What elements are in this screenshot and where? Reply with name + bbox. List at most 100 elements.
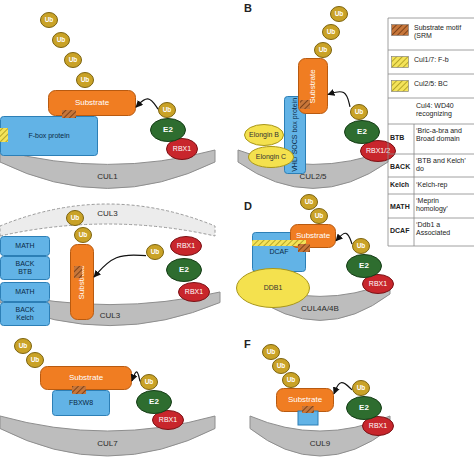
node-text: DCAF bbox=[269, 248, 288, 256]
node-shape bbox=[0, 204, 215, 236]
node-shape bbox=[323, 25, 340, 40]
node-text: Ub bbox=[31, 356, 40, 363]
panel-letter: D bbox=[244, 200, 258, 213]
text-holder: Substrate bbox=[48, 90, 136, 116]
text-holder: Ub bbox=[314, 42, 332, 58]
text-holder: CUL1 bbox=[0, 170, 215, 184]
table-cell: ‘Ddb1 a Associated bbox=[416, 221, 472, 238]
node-text: E2 bbox=[179, 266, 189, 275]
text-holder: Ub bbox=[76, 72, 94, 88]
ubiquitin-circle: Ub bbox=[14, 338, 32, 354]
node-text: Ub bbox=[267, 348, 276, 355]
e2-enzyme: E2 bbox=[346, 396, 382, 420]
node-text: Elongin B bbox=[249, 131, 279, 139]
text-holder: Ub bbox=[350, 104, 368, 120]
node-text: Ub bbox=[19, 342, 28, 349]
table-rule bbox=[388, 18, 389, 246]
table-rule bbox=[388, 50, 474, 51]
table-rule bbox=[388, 18, 474, 19]
text-holder: CUL2/5 bbox=[238, 170, 388, 184]
ubiquitin-circle: Ub bbox=[322, 24, 340, 40]
node-text: Ub bbox=[79, 231, 88, 238]
text-holder: Ub bbox=[158, 102, 176, 118]
ubiquitin-circle: Ub bbox=[140, 374, 158, 390]
legend-entry: Cul2/5: BC bbox=[391, 80, 470, 92]
adaptor-box: F-box protein bbox=[0, 116, 98, 156]
text-holder: Ub bbox=[52, 32, 70, 48]
ubiquitin-circle: Ub bbox=[352, 238, 370, 254]
ubiquitin-circle: Ub bbox=[40, 12, 58, 28]
adaptor-ellipse: DDB1 bbox=[236, 268, 310, 308]
node-shape bbox=[0, 292, 220, 326]
node-shape bbox=[249, 147, 294, 168]
text-holder: Substrate bbox=[290, 224, 336, 248]
node-shape bbox=[363, 417, 394, 436]
node-shape bbox=[277, 389, 334, 412]
substrate-shape: Substrate bbox=[298, 58, 328, 114]
text-holder: E2 bbox=[150, 118, 186, 142]
node-text: MATH bbox=[15, 288, 34, 296]
adaptor-ellipse: Elongin B bbox=[244, 124, 284, 146]
node-shape bbox=[250, 416, 390, 456]
legend-entry: Cul1/7: F-b bbox=[391, 56, 470, 68]
cullin-scaffold: CUL3 bbox=[0, 196, 215, 236]
table-rule bbox=[388, 177, 474, 178]
node-shape bbox=[0, 416, 215, 456]
table-cell: ‘BTB and Kelch’ do bbox=[416, 157, 472, 174]
transfer-arrow bbox=[94, 255, 146, 277]
legend-entry: Substrate motif (SRM bbox=[391, 24, 470, 41]
adaptor-box: MATH bbox=[0, 236, 50, 256]
node-shape bbox=[351, 105, 368, 120]
node-shape bbox=[273, 359, 290, 374]
legend-frame bbox=[388, 18, 474, 246]
node-text: FBXW8 bbox=[69, 399, 93, 407]
node-shape bbox=[263, 345, 280, 360]
table-rule bbox=[414, 124, 415, 246]
ubiquitin-circle: Ub bbox=[282, 372, 300, 388]
node-text: E2 bbox=[359, 404, 369, 413]
text-holder: DDB1 bbox=[236, 268, 310, 308]
text-holder: Ub bbox=[140, 374, 158, 390]
node-text: E2 bbox=[149, 398, 159, 407]
node-text: Ub bbox=[151, 248, 160, 255]
decorations bbox=[0, 100, 318, 425]
ubiquitin-circle: Ub bbox=[26, 352, 44, 368]
text-holder: Elongin C bbox=[248, 146, 294, 168]
text-holder: Ub bbox=[322, 24, 340, 40]
text-holder: Ub bbox=[14, 338, 32, 354]
transfer-arrow bbox=[136, 99, 158, 109]
node-shape bbox=[301, 195, 318, 210]
node-text: Ub bbox=[357, 242, 366, 249]
text-holder: Ub bbox=[352, 238, 370, 254]
node-text: Ub bbox=[305, 198, 314, 205]
text-holder: Substrate bbox=[40, 366, 132, 390]
node-text: BACK bbox=[15, 306, 34, 314]
node-shape bbox=[0, 150, 215, 188]
table-cell: DCAF bbox=[390, 227, 414, 235]
text-holder: Ub bbox=[26, 352, 44, 368]
text-holder: BACKKelch bbox=[0, 302, 50, 326]
ubiquitin-circle: Ub bbox=[76, 72, 94, 88]
ubiquitin-circle: Ub bbox=[74, 227, 92, 243]
node-text: Ub bbox=[71, 214, 80, 221]
node-shape bbox=[75, 228, 92, 243]
node-shape bbox=[250, 282, 390, 320]
substrate-shape: Substrate bbox=[276, 388, 334, 412]
table-rule bbox=[388, 74, 474, 75]
node-shape bbox=[71, 245, 94, 320]
node-shape bbox=[147, 245, 164, 260]
node-text: Ub bbox=[355, 108, 364, 115]
text-holder: Substrate bbox=[70, 244, 94, 320]
substrate-shape: Substrate bbox=[40, 366, 132, 390]
table-cell: ‘Meprin homology’ bbox=[416, 197, 472, 214]
text-holder: Elongin B bbox=[244, 124, 284, 146]
table-rule bbox=[388, 154, 474, 155]
text-holder: CUL9 bbox=[250, 437, 390, 452]
node-text: CUL7 bbox=[97, 440, 117, 449]
substrate-shape: Substrate bbox=[70, 244, 94, 320]
node-shape bbox=[1, 117, 98, 156]
text-holder: E2 bbox=[344, 120, 380, 144]
node-text: Ub bbox=[357, 384, 366, 391]
table-rule bbox=[388, 246, 474, 247]
node-text: Elongin C bbox=[256, 153, 286, 161]
